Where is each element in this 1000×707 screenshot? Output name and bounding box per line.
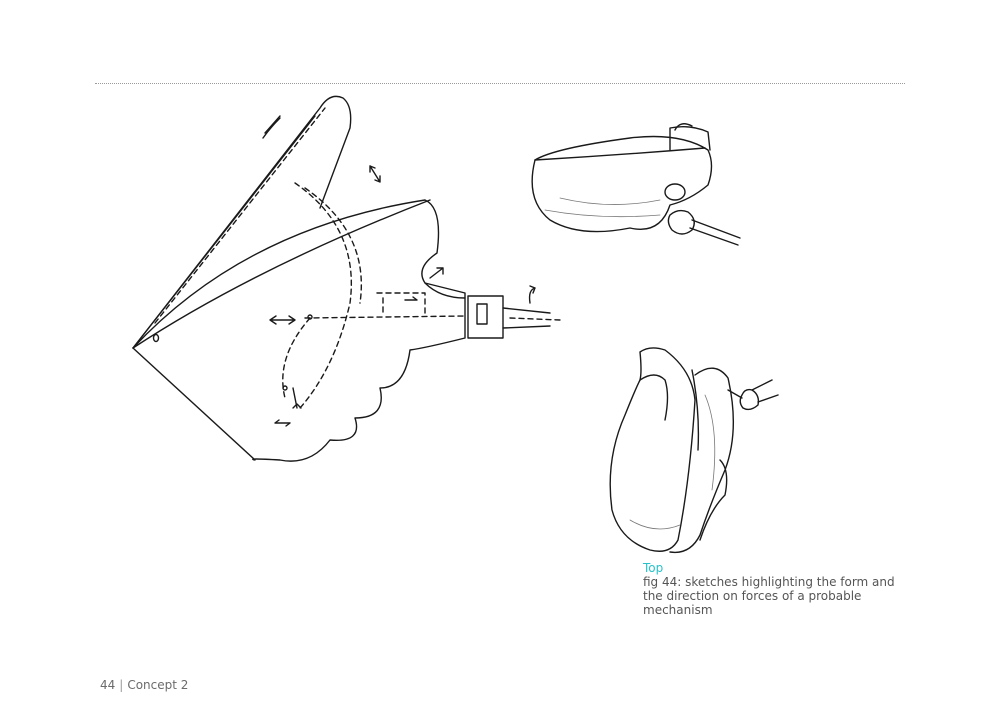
section-name: Concept 2 [127,678,189,692]
footer-separator: | [119,678,124,692]
perspective-sketch [520,120,750,255]
page-number: 44 [100,678,116,692]
page-footer: 44|Concept 2 [100,678,188,692]
caption-label: Top [643,561,664,575]
main-sketch [125,88,570,478]
header-rule [95,83,905,84]
caption-text: fig 44: sketches highlighting the form a… [643,575,895,617]
figure-caption: Top fig 44: sketches highlighting the fo… [643,561,903,617]
front-sketch [600,340,790,560]
